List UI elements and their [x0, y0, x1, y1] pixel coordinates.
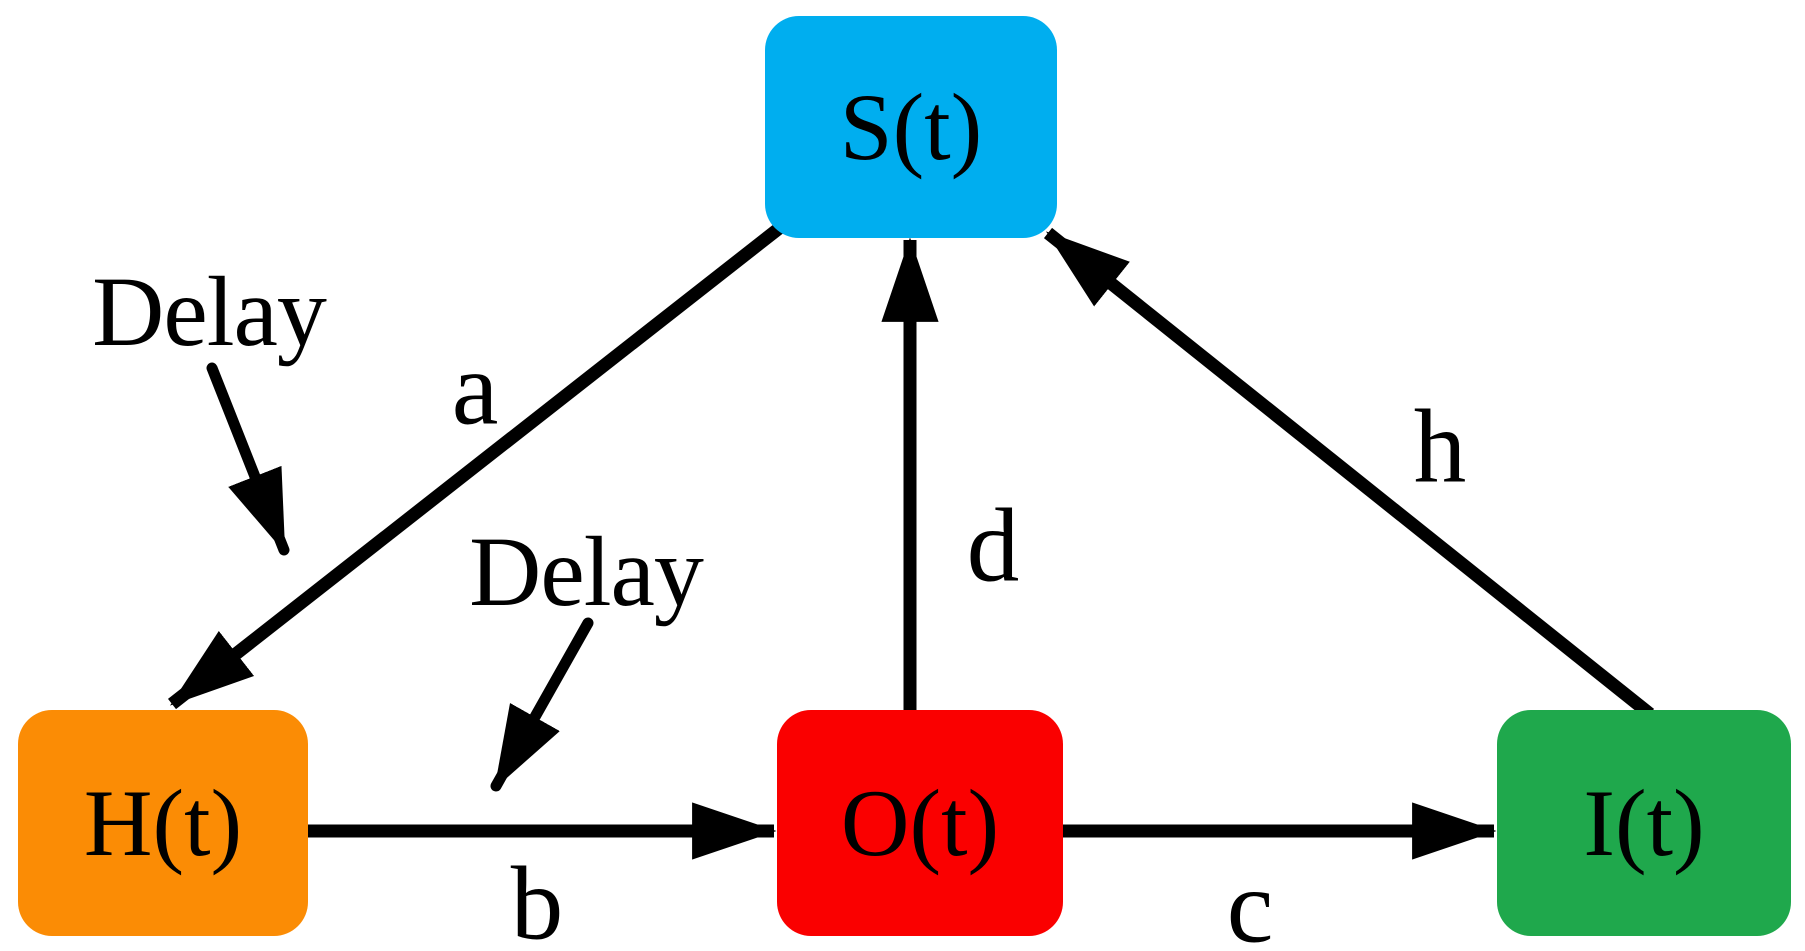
node-O-label: O(t) — [840, 769, 1000, 876]
delay-annotation-arrow-2 — [490, 617, 594, 792]
node-O: O(t) — [777, 710, 1063, 936]
node-S-label: S(t) — [839, 73, 983, 180]
edge-b-label: b — [510, 844, 564, 951]
node-I: I(t) — [1497, 710, 1791, 936]
delay-annotation-label-1: Delay — [92, 256, 327, 367]
edge-h-arrow — [1043, 227, 1655, 720]
edge-d-label: d — [966, 486, 1020, 604]
node-H: H(t) — [18, 710, 308, 936]
node-I-label: I(t) — [1583, 769, 1705, 876]
edge-h-label: h — [1413, 387, 1467, 505]
delay-annotation-label-2: Delay — [469, 516, 704, 627]
node-H-label: H(t) — [83, 769, 243, 876]
edge-c-label: c — [1226, 847, 1274, 951]
node-S: S(t) — [765, 16, 1057, 238]
edge-a-label: a — [451, 329, 499, 447]
delay-annotation-arrow-1 — [206, 362, 290, 556]
edge-a-arrow — [167, 220, 787, 710]
